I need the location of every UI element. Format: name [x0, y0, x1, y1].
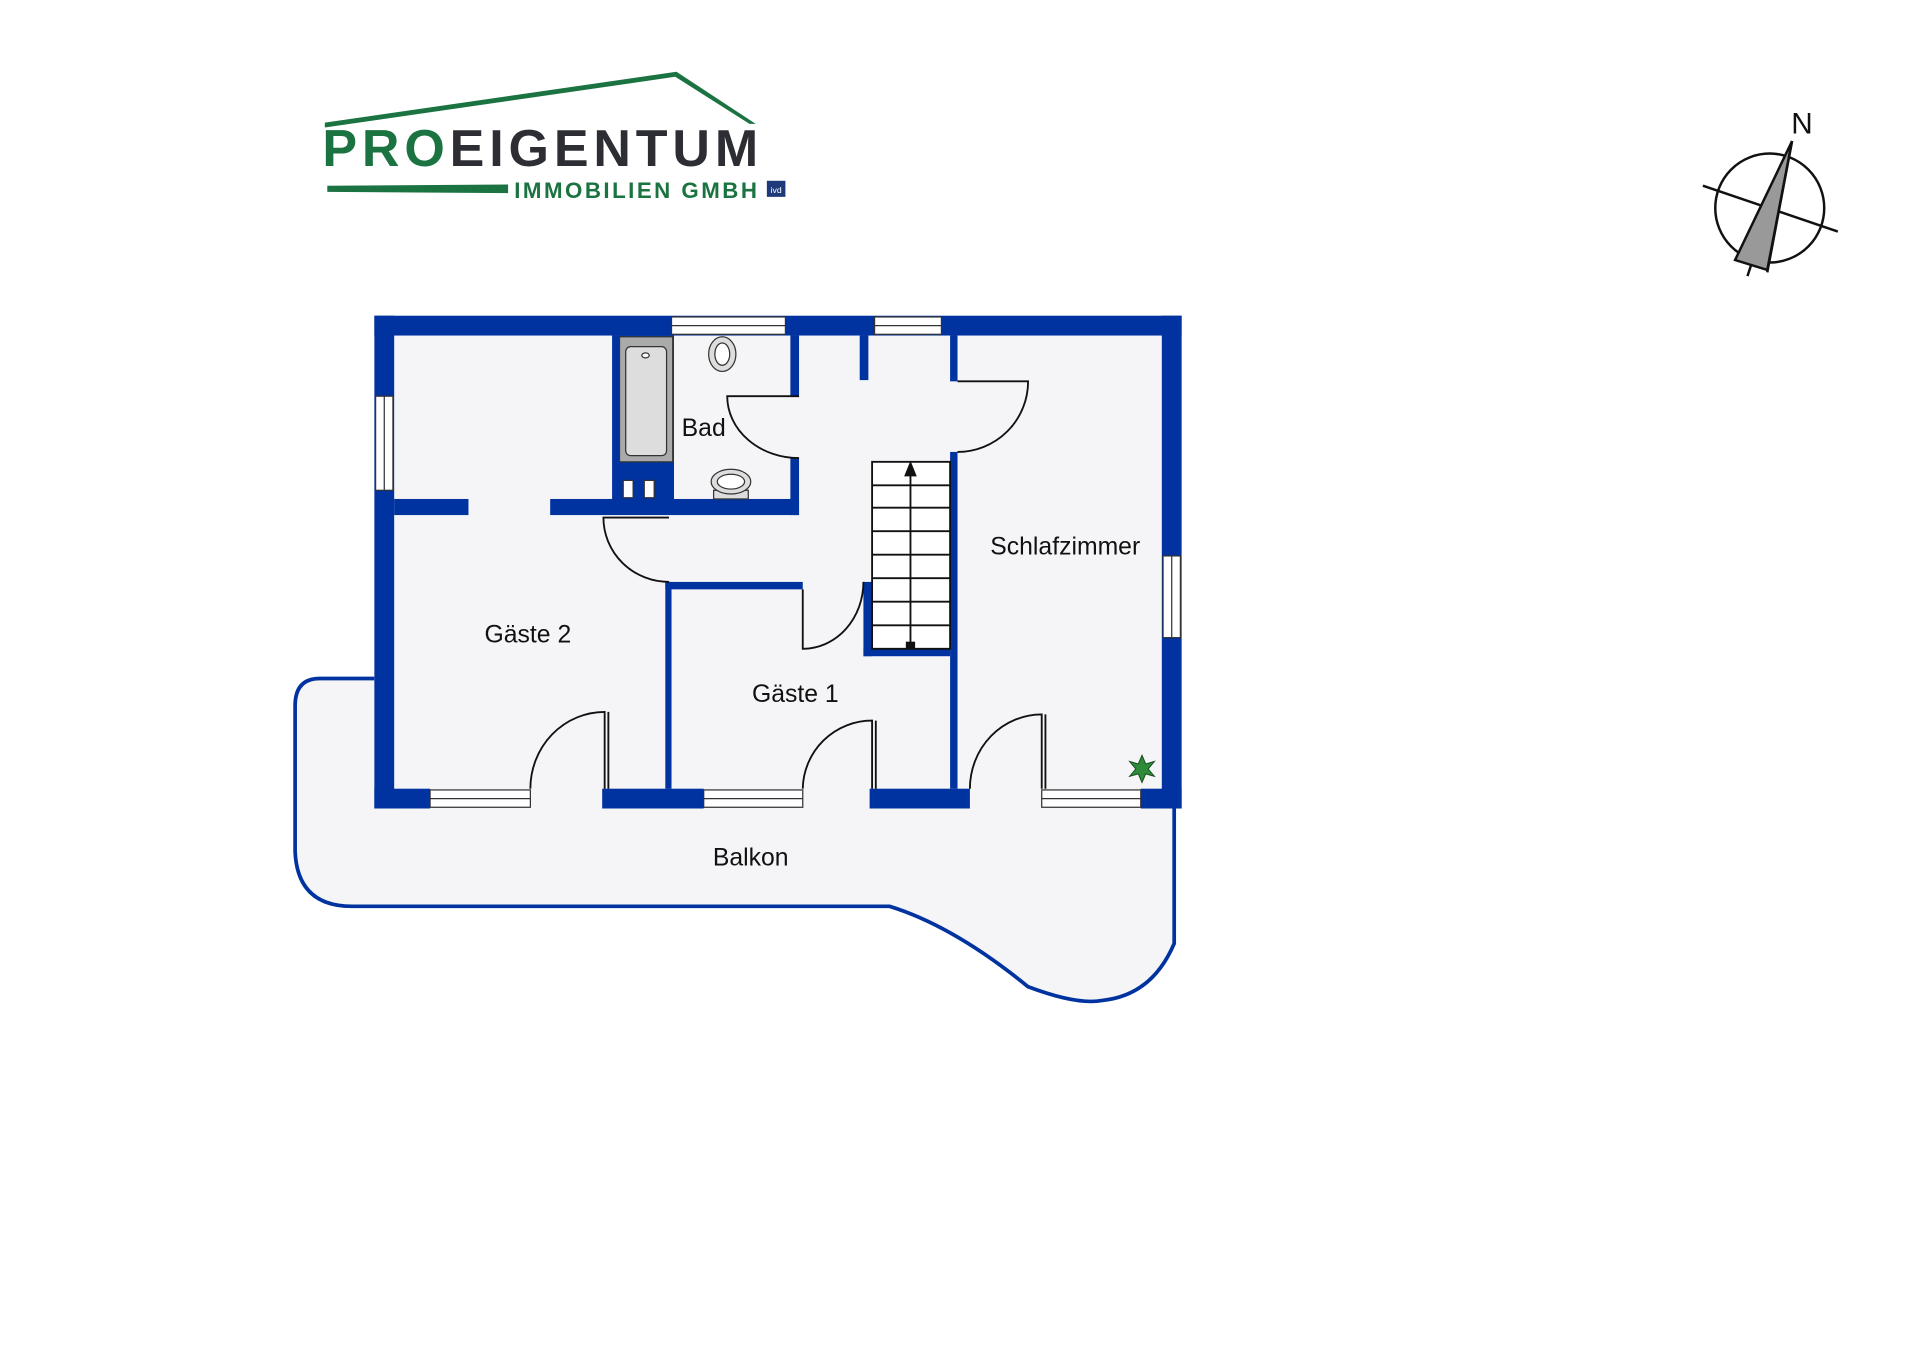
door-bad [726, 395, 800, 460]
doors [529, 380, 1047, 789]
north-label: N [1791, 108, 1812, 141]
ivd-badge-text: ivd [771, 185, 782, 195]
plant-icon [1128, 754, 1156, 784]
bathtub [618, 336, 674, 463]
room-label-schlafzimmer: Schlafzimmer [990, 534, 1140, 561]
logo-underline [327, 184, 509, 194]
room-label-balkon: Balkon [713, 844, 789, 871]
washbasin [710, 468, 752, 500]
door-gaeste2-balcony [529, 711, 610, 789]
room-label-gaeste1: Gäste 1 [752, 681, 839, 708]
staircase [871, 460, 952, 650]
door-schlafzimmer-hall [957, 380, 1030, 453]
logo-subtitle: IMMOBILIEN GMBH [514, 178, 757, 203]
toilet [708, 336, 737, 373]
floor-area [374, 315, 1182, 809]
door-gaeste2-hall [602, 516, 670, 583]
north-arrow-compass: N [1702, 108, 1839, 277]
ivd-badge [766, 180, 786, 197]
vent-1 [622, 479, 634, 499]
door-schlafzimmer-balcony [968, 713, 1047, 789]
door-gaeste1-hall [801, 581, 865, 650]
vent-2 [643, 479, 655, 499]
door-gaeste1-balcony [801, 719, 877, 789]
room-label-gaeste2: Gäste 2 [485, 622, 572, 649]
windows [374, 316, 1182, 808]
room-label-bad: Bad [682, 415, 726, 442]
